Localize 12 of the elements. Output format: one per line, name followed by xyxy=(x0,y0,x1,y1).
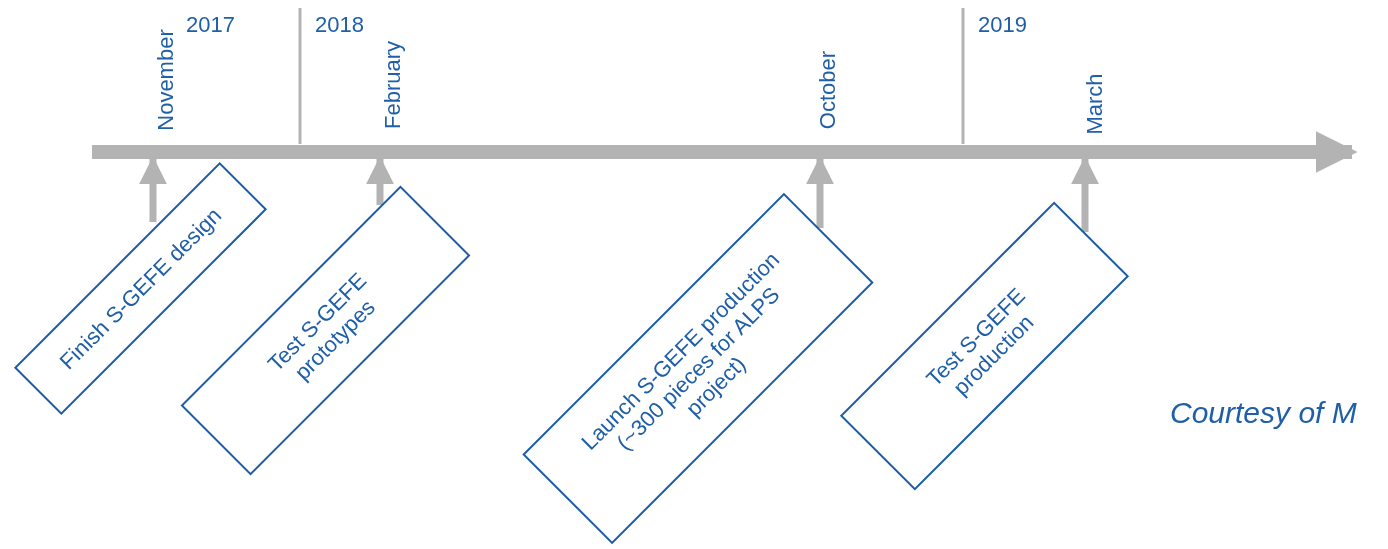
year-label: 2019 xyxy=(978,12,1027,38)
event-box xyxy=(13,161,267,415)
event-box xyxy=(522,192,874,544)
year-label: 2018 xyxy=(315,12,364,38)
month-label: March xyxy=(1082,73,1108,135)
month-label: November xyxy=(153,29,179,131)
timeline-axis xyxy=(92,131,1358,173)
year-label: 2017 xyxy=(186,12,235,38)
event-box xyxy=(839,201,1129,491)
credit-note: Courtesy of M xyxy=(1170,396,1357,430)
month-label: October xyxy=(815,50,841,130)
month-label: February xyxy=(380,41,406,129)
